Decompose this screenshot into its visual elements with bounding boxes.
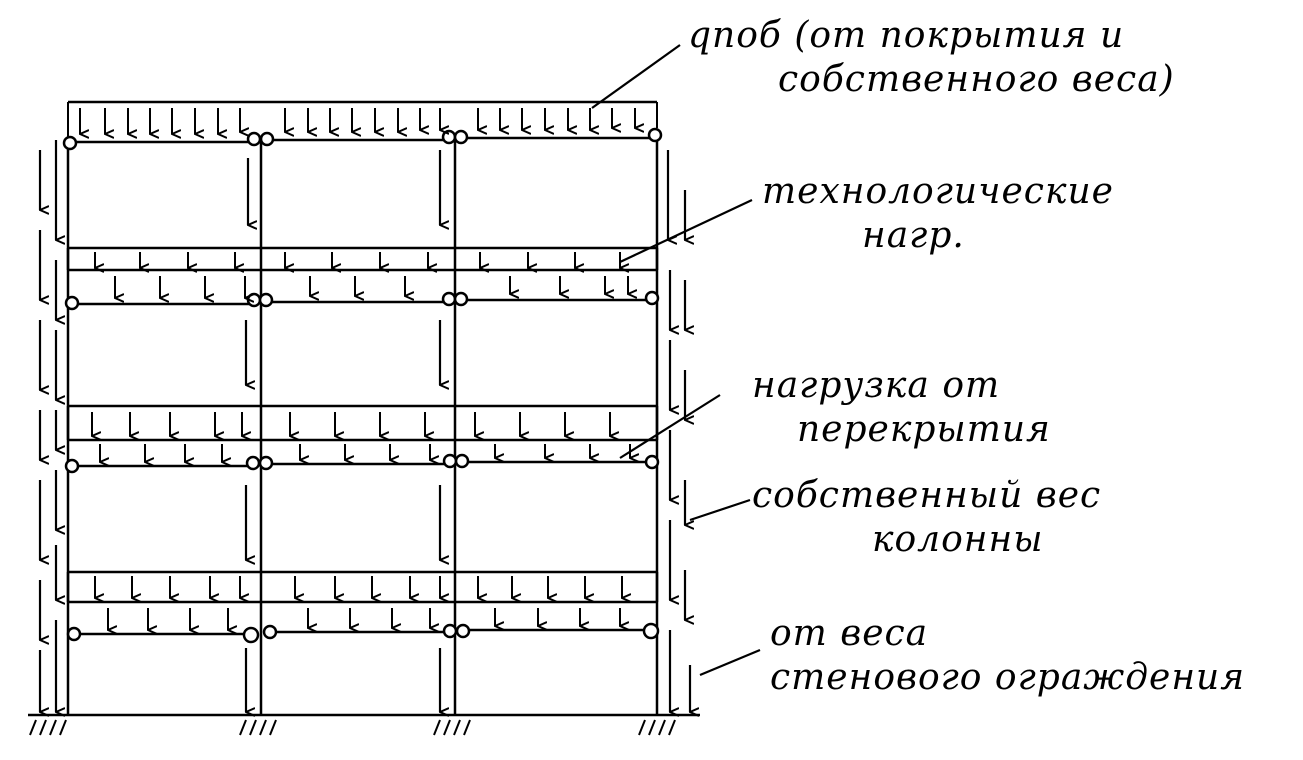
label-wall-weight-line2: стенового ограждения: [770, 657, 1246, 698]
label-technological-load-line1: технологические: [762, 171, 1114, 212]
hinge-joints: [62, 127, 663, 644]
label-column-self-weight: собственный вес колонны: [752, 474, 1101, 562]
label-technological-load: технологические нагр.: [762, 170, 1114, 258]
label-wall-weight-line1: от веса: [770, 613, 929, 654]
ground-supports: [28, 713, 700, 736]
label-column-self-weight-line2: колонны: [872, 519, 1044, 560]
label-wall-weight: от веса стенового ограждения: [770, 612, 1245, 700]
label-roof-load-line1: qпоб (от покрытия и: [688, 15, 1125, 56]
distributed-load-arrows: [79, 108, 635, 630]
label-floor-load-line2: перекрытия: [797, 409, 1051, 450]
columns: [66, 130, 659, 715]
beams: [76, 136, 650, 636]
label-floor-load-line1: нагрузка от: [752, 365, 1001, 406]
label-technological-load-line2: нагр.: [862, 215, 965, 256]
label-roof-load: qпоб (от покрытия и собственного веса): [688, 14, 1175, 102]
column-load-arrows: [38, 140, 690, 712]
label-column-self-weight-line1: собственный вес: [752, 475, 1102, 516]
roof-load-block: [67, 100, 658, 140]
label-roof-load-line2: собственного веса): [778, 59, 1175, 100]
label-floor-load: нагрузка от перекрытия: [752, 364, 1051, 452]
leader-lines: [591, 44, 761, 677]
